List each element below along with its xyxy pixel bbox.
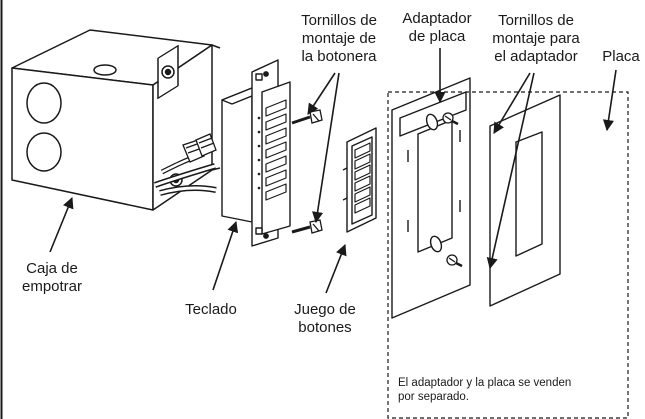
label-keypad: Teclado: [185, 301, 237, 318]
label-plate-adapter: Adaptador de placa: [402, 10, 472, 45]
leader-adapter-screw-bottom: [486, 72, 535, 270]
button-kit-drawing: [342, 127, 377, 233]
label-wallbox: Caja de empotrar: [21, 260, 83, 295]
label-faceplate: Placa: [602, 48, 640, 65]
knockout-upper: [26, 82, 62, 124]
leader-keypad-screw-top: [307, 72, 336, 115]
sold-separately-box: [387, 91, 629, 419]
knockout-lower: [26, 132, 62, 172]
plate-adapter-drawing: [391, 77, 471, 319]
keypad-button-rows: [265, 99, 287, 201]
knockout-top: [93, 64, 117, 76]
label-adapter-mounting-screws: Tornillos de montaje para el adaptador: [492, 12, 580, 65]
sold-separately-note: El adaptador y la placa se venden por se…: [398, 377, 572, 403]
faceplate-drawing: [489, 94, 561, 307]
label-button-kit: Juego de botones: [294, 301, 356, 336]
leader-keypad-screw-bottom: [312, 72, 340, 224]
leader-wallbox: [49, 196, 74, 253]
leader-faceplate: [602, 69, 617, 132]
keypad-drawing: [221, 59, 291, 247]
adapter-screws-drawing: [442, 112, 463, 268]
leader-button-kit: [325, 243, 347, 294]
leader-adapter-screw-top: [493, 72, 531, 134]
faceplate-opening: [515, 131, 543, 257]
wire-nuts: [182, 133, 217, 163]
leader-keypad: [212, 220, 239, 291]
label-keypad-mounting-screws: Tornillos de montaje de la botonera: [301, 12, 377, 65]
leader-lines: [49, 48, 617, 294]
wallbox-drawing: [11, 29, 221, 211]
adapter-opening: [417, 119, 453, 253]
wires-drawing: [154, 133, 217, 196]
keypad-housing-side: [221, 87, 253, 223]
